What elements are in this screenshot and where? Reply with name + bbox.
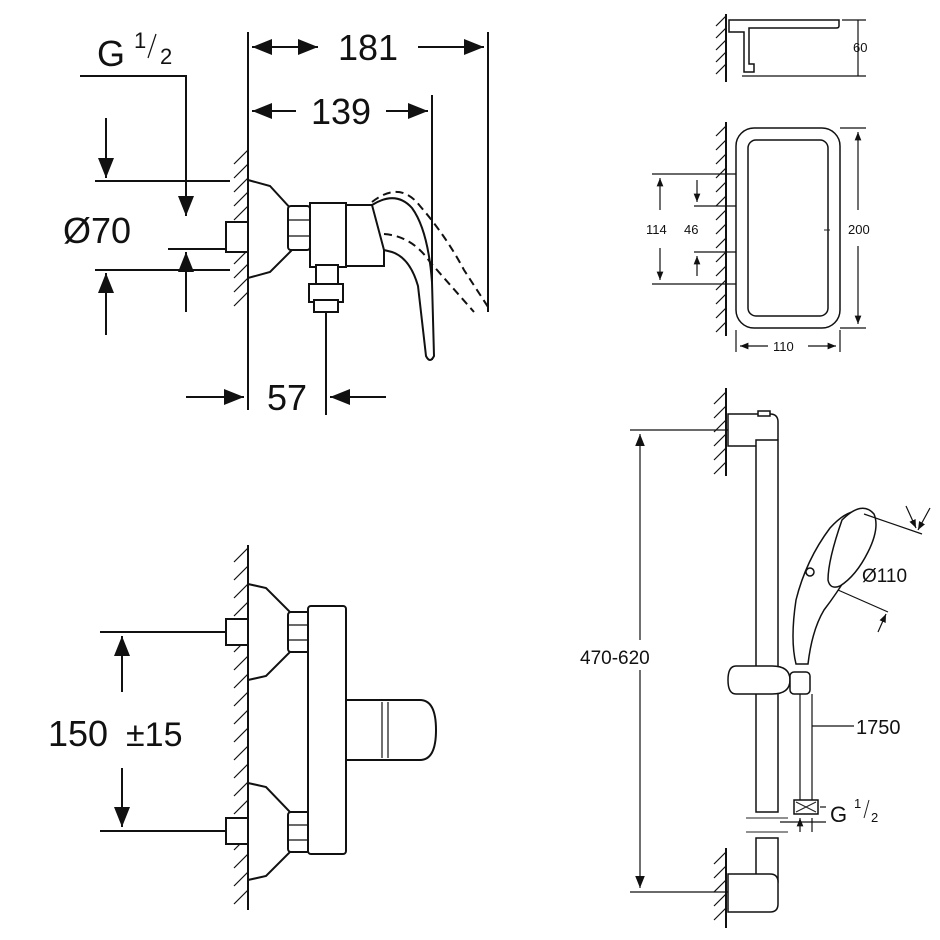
lever-alt-position: [371, 191, 491, 311]
wall-hatching: [715, 15, 727, 75]
shower-hose: [799, 694, 813, 800]
shelf-profile: [728, 19, 840, 73]
outlet-thread: [313, 299, 339, 313]
thread-leader: [80, 75, 187, 214]
wall-hatching: [233, 547, 249, 905]
shower-set-view: 470-620 Ø110 1750 G 1 2: [580, 388, 931, 928]
svg-text:2: 2: [871, 810, 878, 825]
upper-nut: [287, 611, 311, 653]
lower-nut: [287, 811, 311, 853]
mixer-side-view: 181 139 G 1 2 Ø70: [63, 27, 491, 418]
lower-rail-bracket: [727, 873, 779, 913]
dim-escutcheon-diameter: Ø70: [63, 210, 131, 251]
shelf-side-view: 60: [715, 14, 867, 82]
lever-front: [345, 699, 438, 761]
svg-text:G: G: [97, 33, 125, 74]
svg-text:2: 2: [160, 44, 172, 69]
upper-escutcheon: [247, 582, 291, 682]
dim-outlet-offset: 57: [267, 377, 307, 418]
mixer-body-front: [307, 605, 347, 855]
dim-head-diameter: Ø110: [862, 566, 907, 587]
shelf-dim-bracket-span: 114: [646, 222, 667, 237]
hex-nut: [287, 205, 311, 251]
hand-shower-head-face: [827, 507, 877, 588]
shelf-front-view: 114 46 200 110: [646, 122, 870, 354]
lower-wall-hatching: [713, 851, 727, 921]
wall-connector: [225, 221, 249, 253]
shelf-dim-height-60: 60: [853, 40, 867, 55]
lower-escutcheon: [247, 781, 291, 882]
thread-label-shower: G 1 2: [830, 796, 878, 827]
slider-holder: [789, 671, 811, 695]
wall-hatching: [715, 125, 727, 333]
spray-selector: [805, 567, 815, 577]
shower-rail: [755, 439, 779, 813]
shelf-dim-bracket-gap: 46: [684, 222, 698, 237]
dim-hose-length: 1750: [856, 717, 901, 739]
dim-tolerance: ±15: [126, 716, 182, 754]
shelf-dim-height-200: 200: [848, 222, 870, 237]
thread-label-mixer: G 1 2: [97, 28, 172, 74]
dim-spout-depth: 139: [311, 91, 371, 132]
svg-text:G: G: [830, 802, 847, 827]
lower-connector: [225, 817, 249, 845]
mixer-body: [309, 202, 347, 268]
svg-text:1: 1: [854, 796, 861, 811]
mixer-front-view: 150 ±15: [48, 545, 438, 910]
escutcheon: [247, 178, 293, 280]
dim-rail-range: 470-620: [580, 648, 650, 669]
upper-wall-hatching: [713, 391, 727, 475]
dim-total-depth: 181: [338, 27, 398, 68]
shelf-inner: [747, 139, 829, 317]
upper-bracket-cap: [757, 410, 771, 417]
lever-handle: [370, 197, 436, 361]
dim-center-distance: 150: [48, 713, 108, 754]
rail-slider: [727, 665, 791, 695]
upper-connector: [225, 618, 249, 646]
svg-text:1: 1: [134, 28, 146, 53]
shelf-dim-width-110: 110: [773, 339, 794, 354]
